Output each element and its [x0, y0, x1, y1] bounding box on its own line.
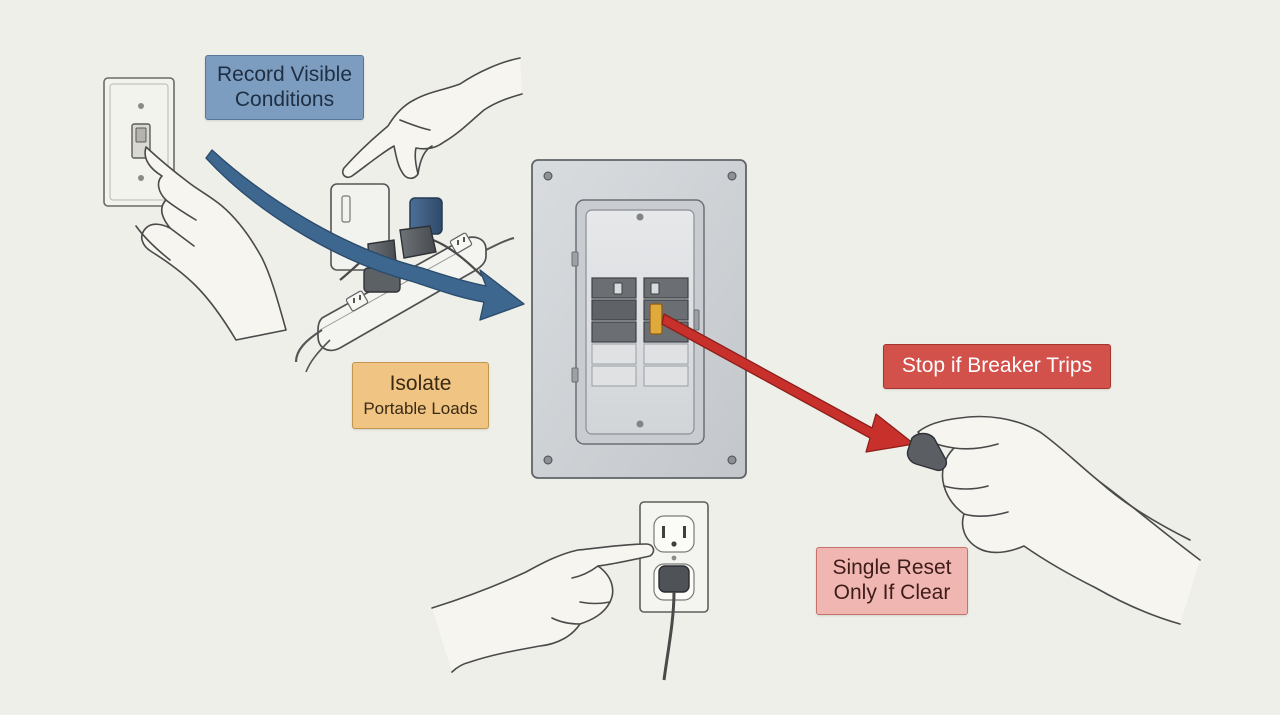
- stop-if-breaker-trips-label: Stop if Breaker Trips: [883, 344, 1111, 389]
- red-flow-arrow: [661, 313, 915, 453]
- isolate-label-line1: Isolate: [389, 371, 452, 395]
- pointing-hand-icon: [341, 57, 523, 180]
- reset-label-line2: Only If Clear: [833, 581, 951, 604]
- light-switch-icon: [103, 77, 175, 207]
- record-label-line2: Conditions: [234, 87, 335, 111]
- breaker-panel-icon: [531, 159, 747, 479]
- power-strip-icon: [294, 183, 515, 373]
- isolate-portable-loads-label: Isolate Portable Loads: [352, 362, 489, 429]
- pointing-hand-icon: [431, 543, 655, 673]
- reset-label-line1: Single Reset: [832, 556, 952, 580]
- stop-label-text: Stop if Breaker Trips: [901, 354, 1093, 378]
- record-label-line1: Record Visible: [216, 62, 352, 86]
- pointing-hand-icon: [135, 146, 287, 341]
- isolate-label-line2: Portable Loads: [363, 399, 478, 419]
- wall-outlet-icon: [639, 501, 709, 681]
- pointing-hand-icon: [906, 415, 1201, 625]
- single-reset-label: Single Reset Only If Clear: [816, 547, 968, 615]
- blue-flow-arrow: [205, 149, 525, 321]
- record-visible-conditions-label: Record Visible Conditions: [205, 55, 364, 120]
